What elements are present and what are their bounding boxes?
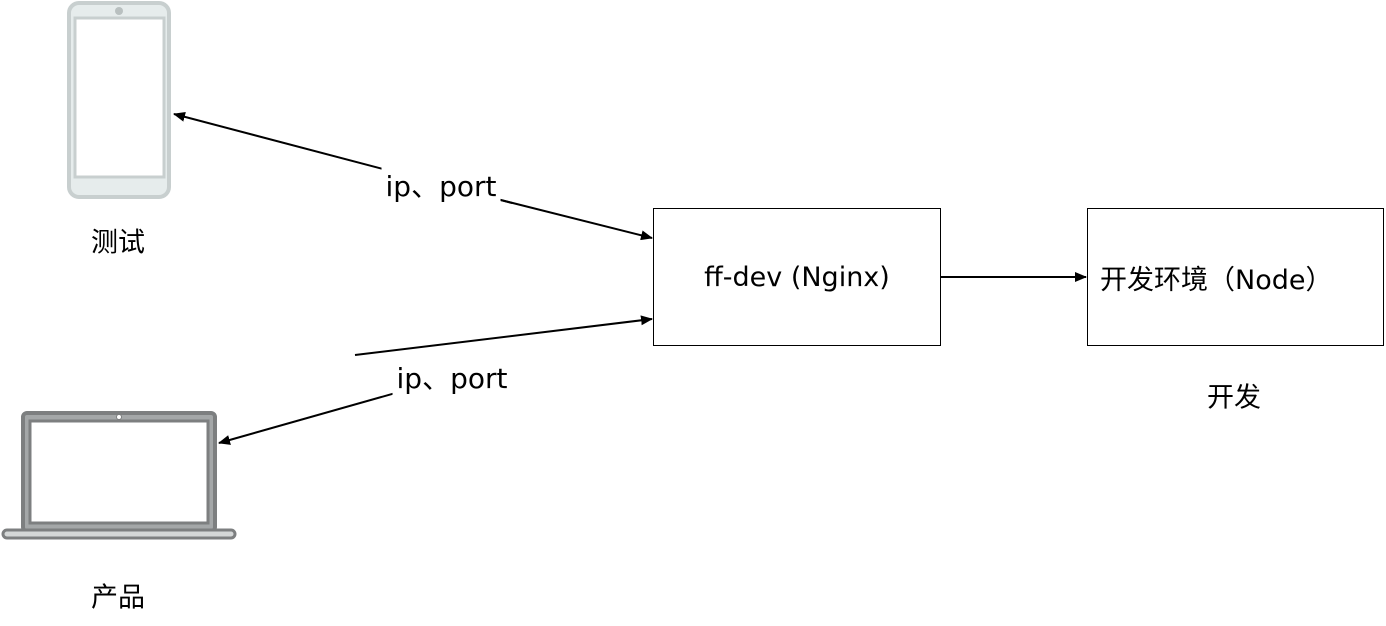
dev-caption: 开发 [1203,375,1265,415]
node-box: 开发环境（Node） [1087,208,1384,346]
edge-product-to-nginx [354,315,653,356]
laptop-icon [1,411,237,540]
tester-label: 测试 [87,220,149,260]
smartphone-icon [67,1,171,199]
product-label: 产品 [87,575,149,615]
nginx-box: ff-dev (Nginx) [653,208,941,346]
node-label: 开发环境（Node） [1100,264,1333,296]
product-edge-label: ip、port [392,357,512,397]
tester-edge-label: ip、port [381,165,501,205]
nginx-label: ff-dev (Nginx) [704,261,890,293]
